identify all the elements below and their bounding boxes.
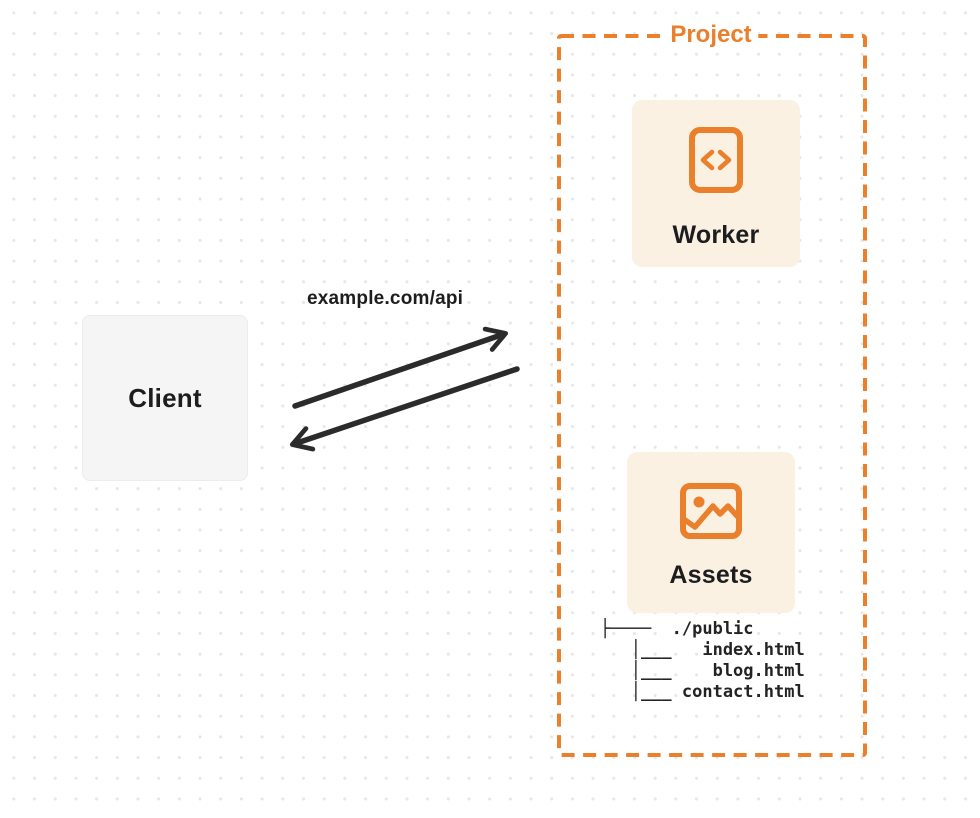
- file-tree-line-index: │___ index.html: [600, 640, 805, 660]
- assets-node: Assets: [627, 452, 795, 613]
- request-url-label: example.com/api: [307, 288, 464, 309]
- worker-label: Worker: [672, 221, 760, 249]
- request-response-arrows: [289, 326, 520, 452]
- worker-node: Worker: [632, 100, 800, 267]
- request-arrow: [292, 326, 509, 409]
- client-label: Client: [128, 382, 202, 413]
- assets-label: Assets: [669, 561, 753, 589]
- response-arrow: [289, 366, 520, 452]
- client-node: Client: [82, 315, 248, 481]
- image-icon: [680, 483, 742, 539]
- file-tree-line-contact: │___ contact.html: [600, 682, 805, 702]
- file-tree-line-blog: │___ blog.html: [600, 661, 805, 681]
- file-tree: ├──── ./public │___ index.html │___ blog…: [600, 619, 805, 703]
- code-file-icon: [689, 127, 743, 193]
- file-tree-line-public: ├──── ./public: [600, 619, 754, 639]
- project-label: Project: [663, 21, 759, 49]
